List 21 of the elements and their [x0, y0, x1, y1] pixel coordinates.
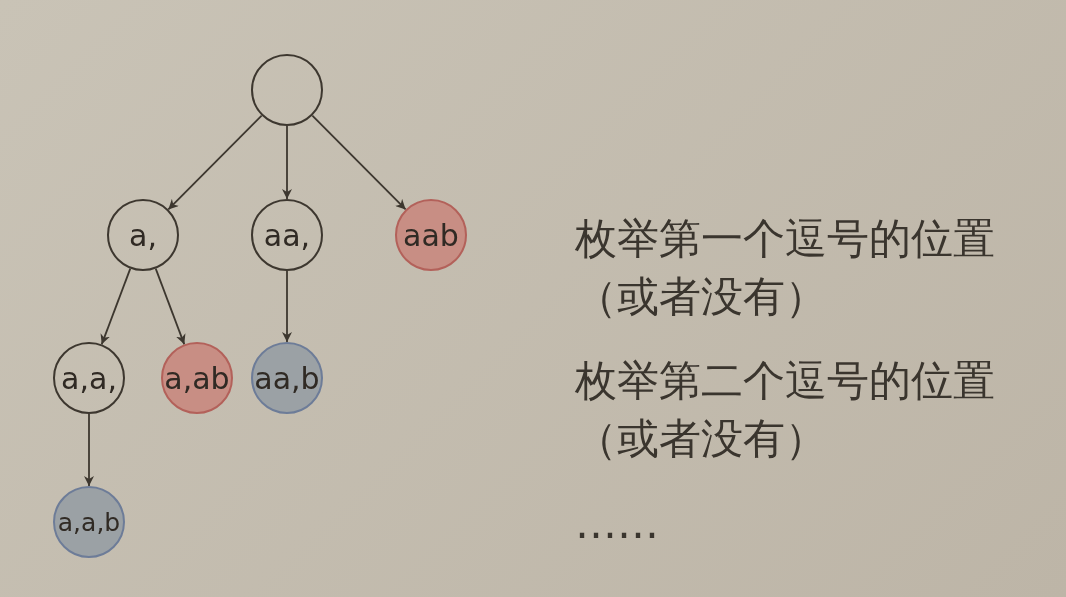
node-label: a, — [129, 217, 157, 253]
arrow — [311, 114, 407, 211]
tree-node-circle — [53, 342, 125, 414]
note-text: 枚举第二个逗号的位置（或者没有） — [575, 355, 996, 465]
arrow — [282, 125, 292, 200]
arrow — [100, 267, 132, 346]
tree-node-circle — [107, 199, 179, 271]
arrow — [282, 270, 292, 343]
arrow — [167, 114, 263, 211]
node-label: aa, — [263, 217, 311, 253]
arrow — [84, 413, 94, 487]
tree-node-circle — [251, 54, 323, 126]
tree-node-circle — [251, 199, 323, 271]
node-label: a,a,b — [57, 507, 121, 537]
node-label: a,a, — [61, 360, 117, 396]
node-label: aa,b — [254, 360, 320, 396]
note-text: …… — [575, 498, 660, 550]
node-label: a,ab — [164, 360, 230, 396]
node-label: aab — [403, 217, 459, 253]
arrow — [154, 267, 186, 346]
note-text: 枚举第一个逗号的位置（或者没有） — [575, 213, 996, 323]
